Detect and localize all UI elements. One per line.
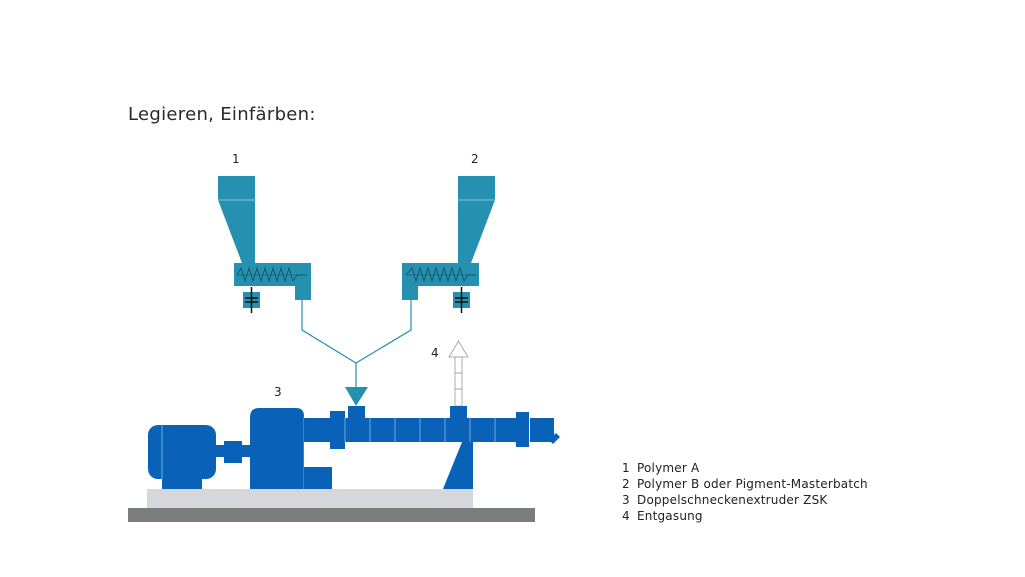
label-feeder-1: 1	[232, 152, 240, 166]
vent-port	[450, 406, 467, 418]
legend-text: Entgasung	[637, 509, 703, 523]
venting-arrow-icon	[448, 340, 469, 358]
die-nozzle	[549, 433, 560, 444]
legend-item: 2 Polymer B oder Pigment-Masterbatch	[622, 476, 868, 492]
barrel-support	[443, 442, 473, 489]
feeder-2	[402, 176, 495, 313]
barrel-adapter	[304, 418, 331, 442]
feeder-1	[218, 176, 311, 313]
feeder-2-hopper-cone	[458, 200, 495, 263]
label-venting: 4	[431, 346, 439, 360]
feeder-1-hopper-cone	[218, 200, 255, 263]
feed-line-1	[301, 300, 357, 364]
legend-item: 1 Polymer A	[622, 460, 868, 476]
legend: 1 Polymer A 2 Polymer B oder Pigment-Mas…	[622, 460, 868, 524]
feeder-1-hopper-top	[218, 176, 255, 200]
venting	[448, 340, 469, 407]
barrel-flange-2	[516, 412, 529, 447]
floor	[128, 508, 535, 522]
die-head	[530, 418, 554, 442]
barrel	[345, 418, 516, 442]
base-plate	[147, 489, 473, 508]
legend-number: 1	[622, 461, 630, 475]
feeder-2-screw-icon	[405, 266, 476, 283]
feeder-2-screw-housing	[402, 263, 479, 286]
legend-item: 3 Doppelschneckenextruder ZSK	[622, 492, 868, 508]
feed-line-2	[355, 300, 412, 364]
legend-number: 4	[622, 509, 630, 523]
feeder-1-screw-icon	[236, 266, 307, 283]
legend-item: 4 Entgasung	[622, 508, 868, 524]
legend-text: Polymer A	[637, 461, 700, 475]
legend-text: Doppelschneckenextruder ZSK	[637, 493, 828, 507]
legend-text: Polymer B oder Pigment-Masterbatch	[637, 477, 868, 491]
feed-port	[348, 406, 365, 418]
feed-arrow-icon	[345, 387, 368, 406]
coupling	[224, 441, 242, 463]
motor-foot	[162, 479, 202, 489]
feeder-2-outlet	[402, 286, 418, 300]
feeder-1-screw-housing	[234, 263, 311, 286]
extruder	[148, 406, 560, 489]
label-feeder-2: 2	[471, 152, 479, 166]
legend-number: 3	[622, 493, 630, 507]
diagram-title: Legieren, Einfärben:	[128, 104, 316, 125]
label-extruder: 3	[274, 385, 282, 399]
gearbox-foot	[304, 467, 332, 489]
gearbox	[250, 408, 304, 489]
motor	[148, 425, 216, 479]
feeder-2-hopper-top	[458, 176, 495, 200]
feeder-1-outlet	[295, 286, 311, 300]
barrel-flange-1	[330, 411, 345, 449]
legend-number: 2	[622, 477, 630, 491]
